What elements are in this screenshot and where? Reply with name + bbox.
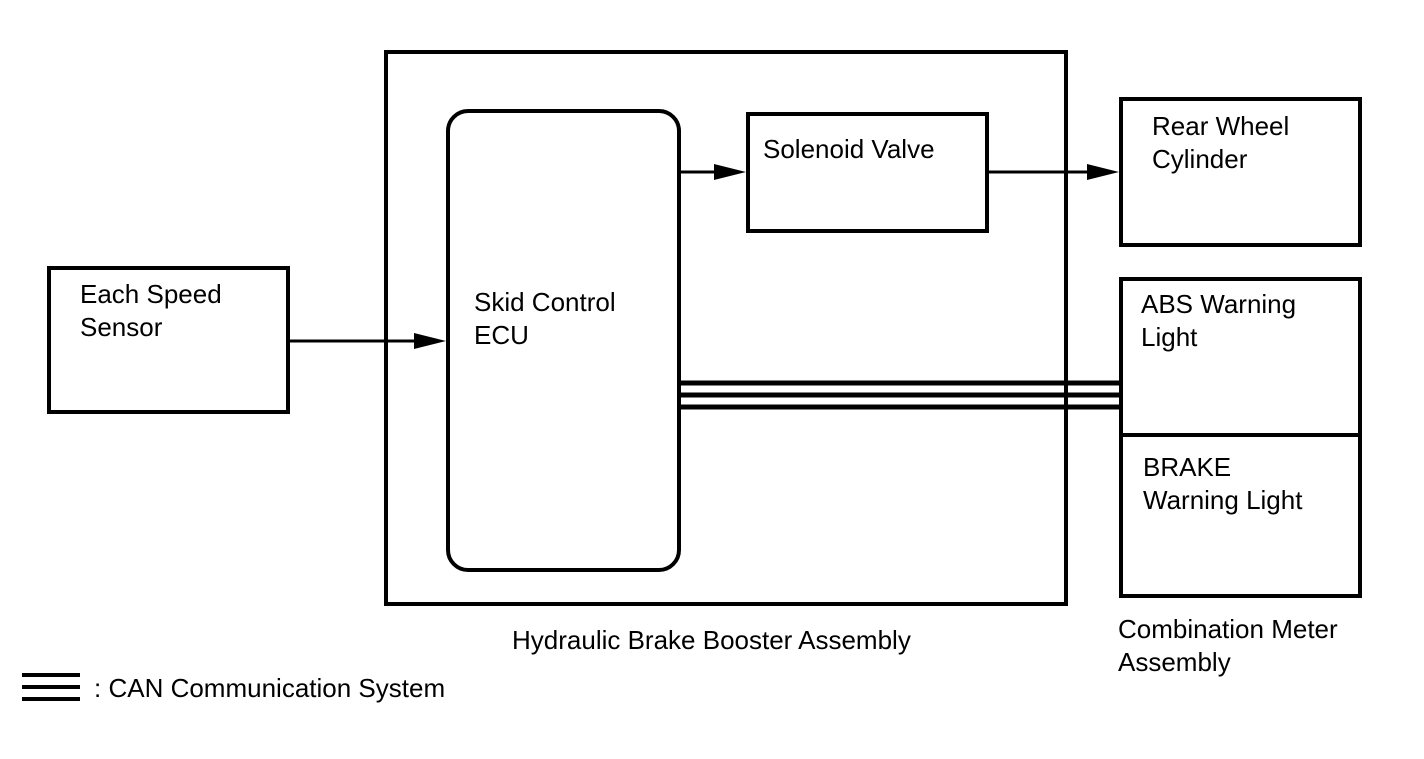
rear-wheel-cylinder-label-line1: Rear Wheel (1152, 111, 1290, 141)
rear-wheel-cylinder-label-line2: Cylinder (1152, 144, 1248, 174)
combination-meter-caption-line1: Combination Meter (1118, 614, 1338, 644)
skid-control-ecu-label: Skid Control ECU (474, 286, 616, 352)
solenoid-valve-label: Solenoid Valve (763, 133, 935, 166)
abs-warning-light-label-line2: Light (1141, 322, 1198, 352)
rear-wheel-cylinder-block (1119, 97, 1362, 247)
solenoid-valve-label-text: Solenoid Valve (763, 134, 935, 164)
combination-meter-caption-line2: Assembly (1118, 647, 1231, 677)
can-legend-label: : CAN Communication System (94, 672, 445, 705)
brake-warning-light-label-line2: Warning Light (1143, 485, 1303, 515)
ecu-to-solenoid-arrowhead (714, 164, 746, 180)
hydraulic-brake-booster-caption-text: Hydraulic Brake Booster Assembly (512, 625, 911, 655)
hydraulic-brake-booster-assembly-frame (384, 50, 1068, 606)
each-speed-sensor-label-line1: Each Speed (80, 279, 222, 309)
skid-control-ecu-label-line2: ECU (474, 320, 529, 350)
combination-meter-caption: Combination Meter Assembly (1118, 613, 1338, 679)
solenoid-valve-block (746, 112, 989, 233)
each-speed-sensor-label: Each Speed Sensor (80, 278, 222, 344)
can-legend-label-text: : CAN Communication System (94, 673, 446, 703)
each-speed-sensor-block (47, 266, 290, 414)
abs-warning-light-label: ABS Warning Light (1141, 288, 1296, 354)
solenoid-to-cylinder-arrowhead (1087, 164, 1119, 180)
hydraulic-brake-booster-caption: Hydraulic Brake Booster Assembly (512, 624, 911, 657)
brake-warning-light-block (1119, 433, 1362, 598)
rear-wheel-cylinder-label: Rear Wheel Cylinder (1152, 110, 1289, 176)
can-legend-symbol (22, 673, 80, 701)
sensor-to-ecu-arrowhead (414, 333, 446, 349)
each-speed-sensor-label-line2: Sensor (80, 312, 163, 342)
skid-control-ecu-label-line1: Skid Control (474, 287, 616, 317)
skid-control-ecu-block (446, 109, 681, 572)
abs-warning-light-label-line1: ABS Warning (1141, 289, 1297, 319)
brake-warning-light-label-line1: BRAKE (1143, 452, 1232, 482)
brake-warning-light-label: BRAKE Warning Light (1143, 451, 1302, 517)
